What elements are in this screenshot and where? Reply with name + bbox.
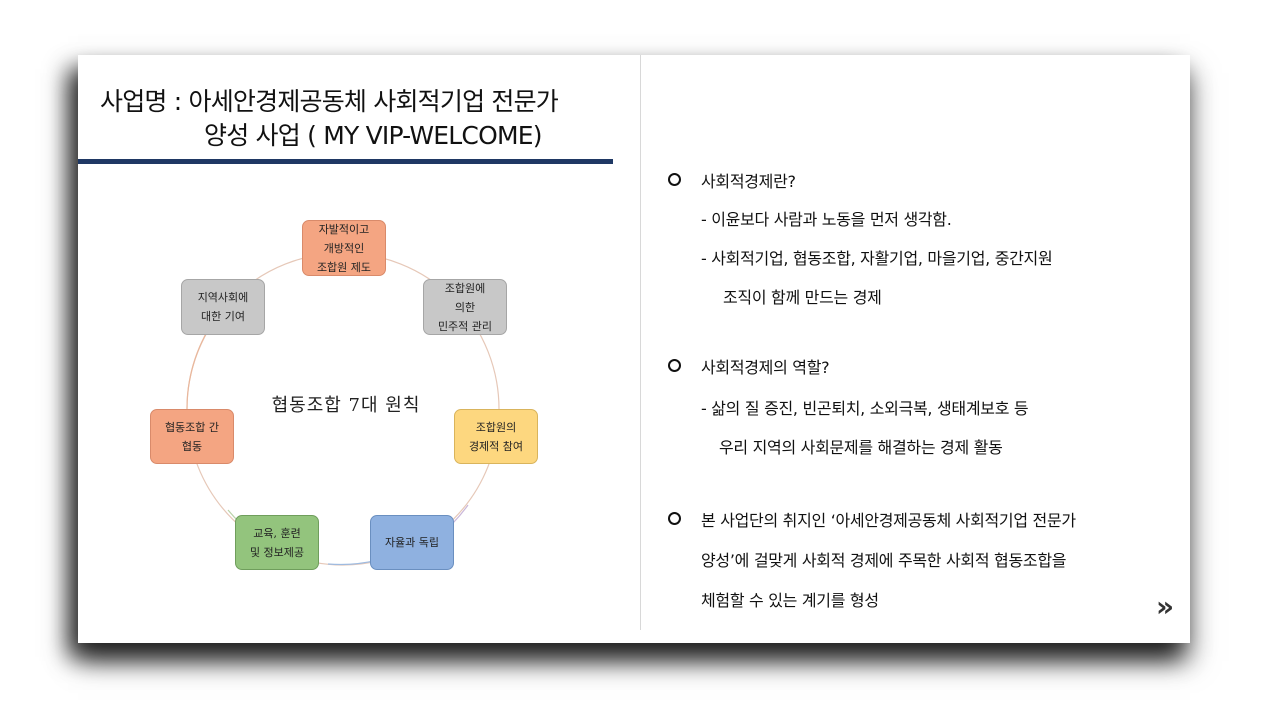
circle-bullet-icon xyxy=(668,173,681,186)
circle-bullet-icon xyxy=(668,359,681,372)
sub-item: - 이윤보다 사람과 노동을 먼저 생각함. xyxy=(701,210,952,229)
sub-item: - 사회적기업, 협동조합, 자활기업, 마을기업, 중간지원 xyxy=(701,249,1053,268)
principle-node-bottom-right: 자율과 독립 xyxy=(370,515,454,570)
bullet-heading: 사회적경제란? xyxy=(701,172,796,191)
slide: 사업명 : 아세안경제공동체 사회적기업 전문가 양성 사업 ( MY VIP-… xyxy=(78,55,1190,643)
column-divider xyxy=(640,55,641,630)
bullet-heading: 사회적경제의 역할? xyxy=(701,358,830,377)
title-underline xyxy=(78,159,613,164)
title-line-2: 양성 사업 ( MY VIP-WELCOME) xyxy=(204,121,543,150)
principle-node-upper-right: 조합원에 의한 민주적 관리 xyxy=(423,279,507,335)
principle-node-right: 조합원의 경제적 참여 xyxy=(454,409,538,464)
cooperative-principles-diagram: 협동조합 7대 원칙 자발적이고 개방적인 조합원 제도 조합원에 의한 민주적… xyxy=(78,165,638,635)
paragraph-line: 양성’에 걸맞게 사회적 경제에 주목한 사회적 협동조합을 xyxy=(701,551,1067,570)
bullet-heading: 본 사업단의 취지인 ‘아세안경제공동체 사회적기업 전문가 xyxy=(701,511,1076,530)
paragraph-line: 체험할 수 있는 계기를 형성 xyxy=(701,591,879,610)
circle-bullet-icon xyxy=(668,512,681,525)
principle-node-upper-left: 지역사회에 대한 기여 xyxy=(181,279,265,335)
principle-node-top: 자발적이고 개방적인 조합원 제도 xyxy=(302,220,386,276)
title-line-1: 사업명 : 아세안경제공동체 사회적기업 전문가 xyxy=(100,87,559,116)
sub-item-continuation: 조직이 함께 만드는 경제 xyxy=(723,288,882,307)
principle-node-bottom-left: 교육, 훈련 및 정보제공 xyxy=(235,515,319,570)
sub-item: - 삶의 질 증진, 빈곤퇴치, 소외극복, 생태계보호 등 xyxy=(701,399,1029,418)
principle-node-left: 협동조합 간 협동 xyxy=(150,409,234,464)
chevron-double-right-icon[interactable]: » xyxy=(1156,590,1174,623)
diagram-center-label: 협동조합 7대 원칙 xyxy=(271,395,421,416)
page-title: 사업명 : 아세안경제공동체 사회적기업 전문가 양성 사업 ( MY VIP-… xyxy=(100,85,640,153)
sub-item-continuation: 우리 지역의 사회문제를 해결하는 경제 활동 xyxy=(719,438,1003,457)
